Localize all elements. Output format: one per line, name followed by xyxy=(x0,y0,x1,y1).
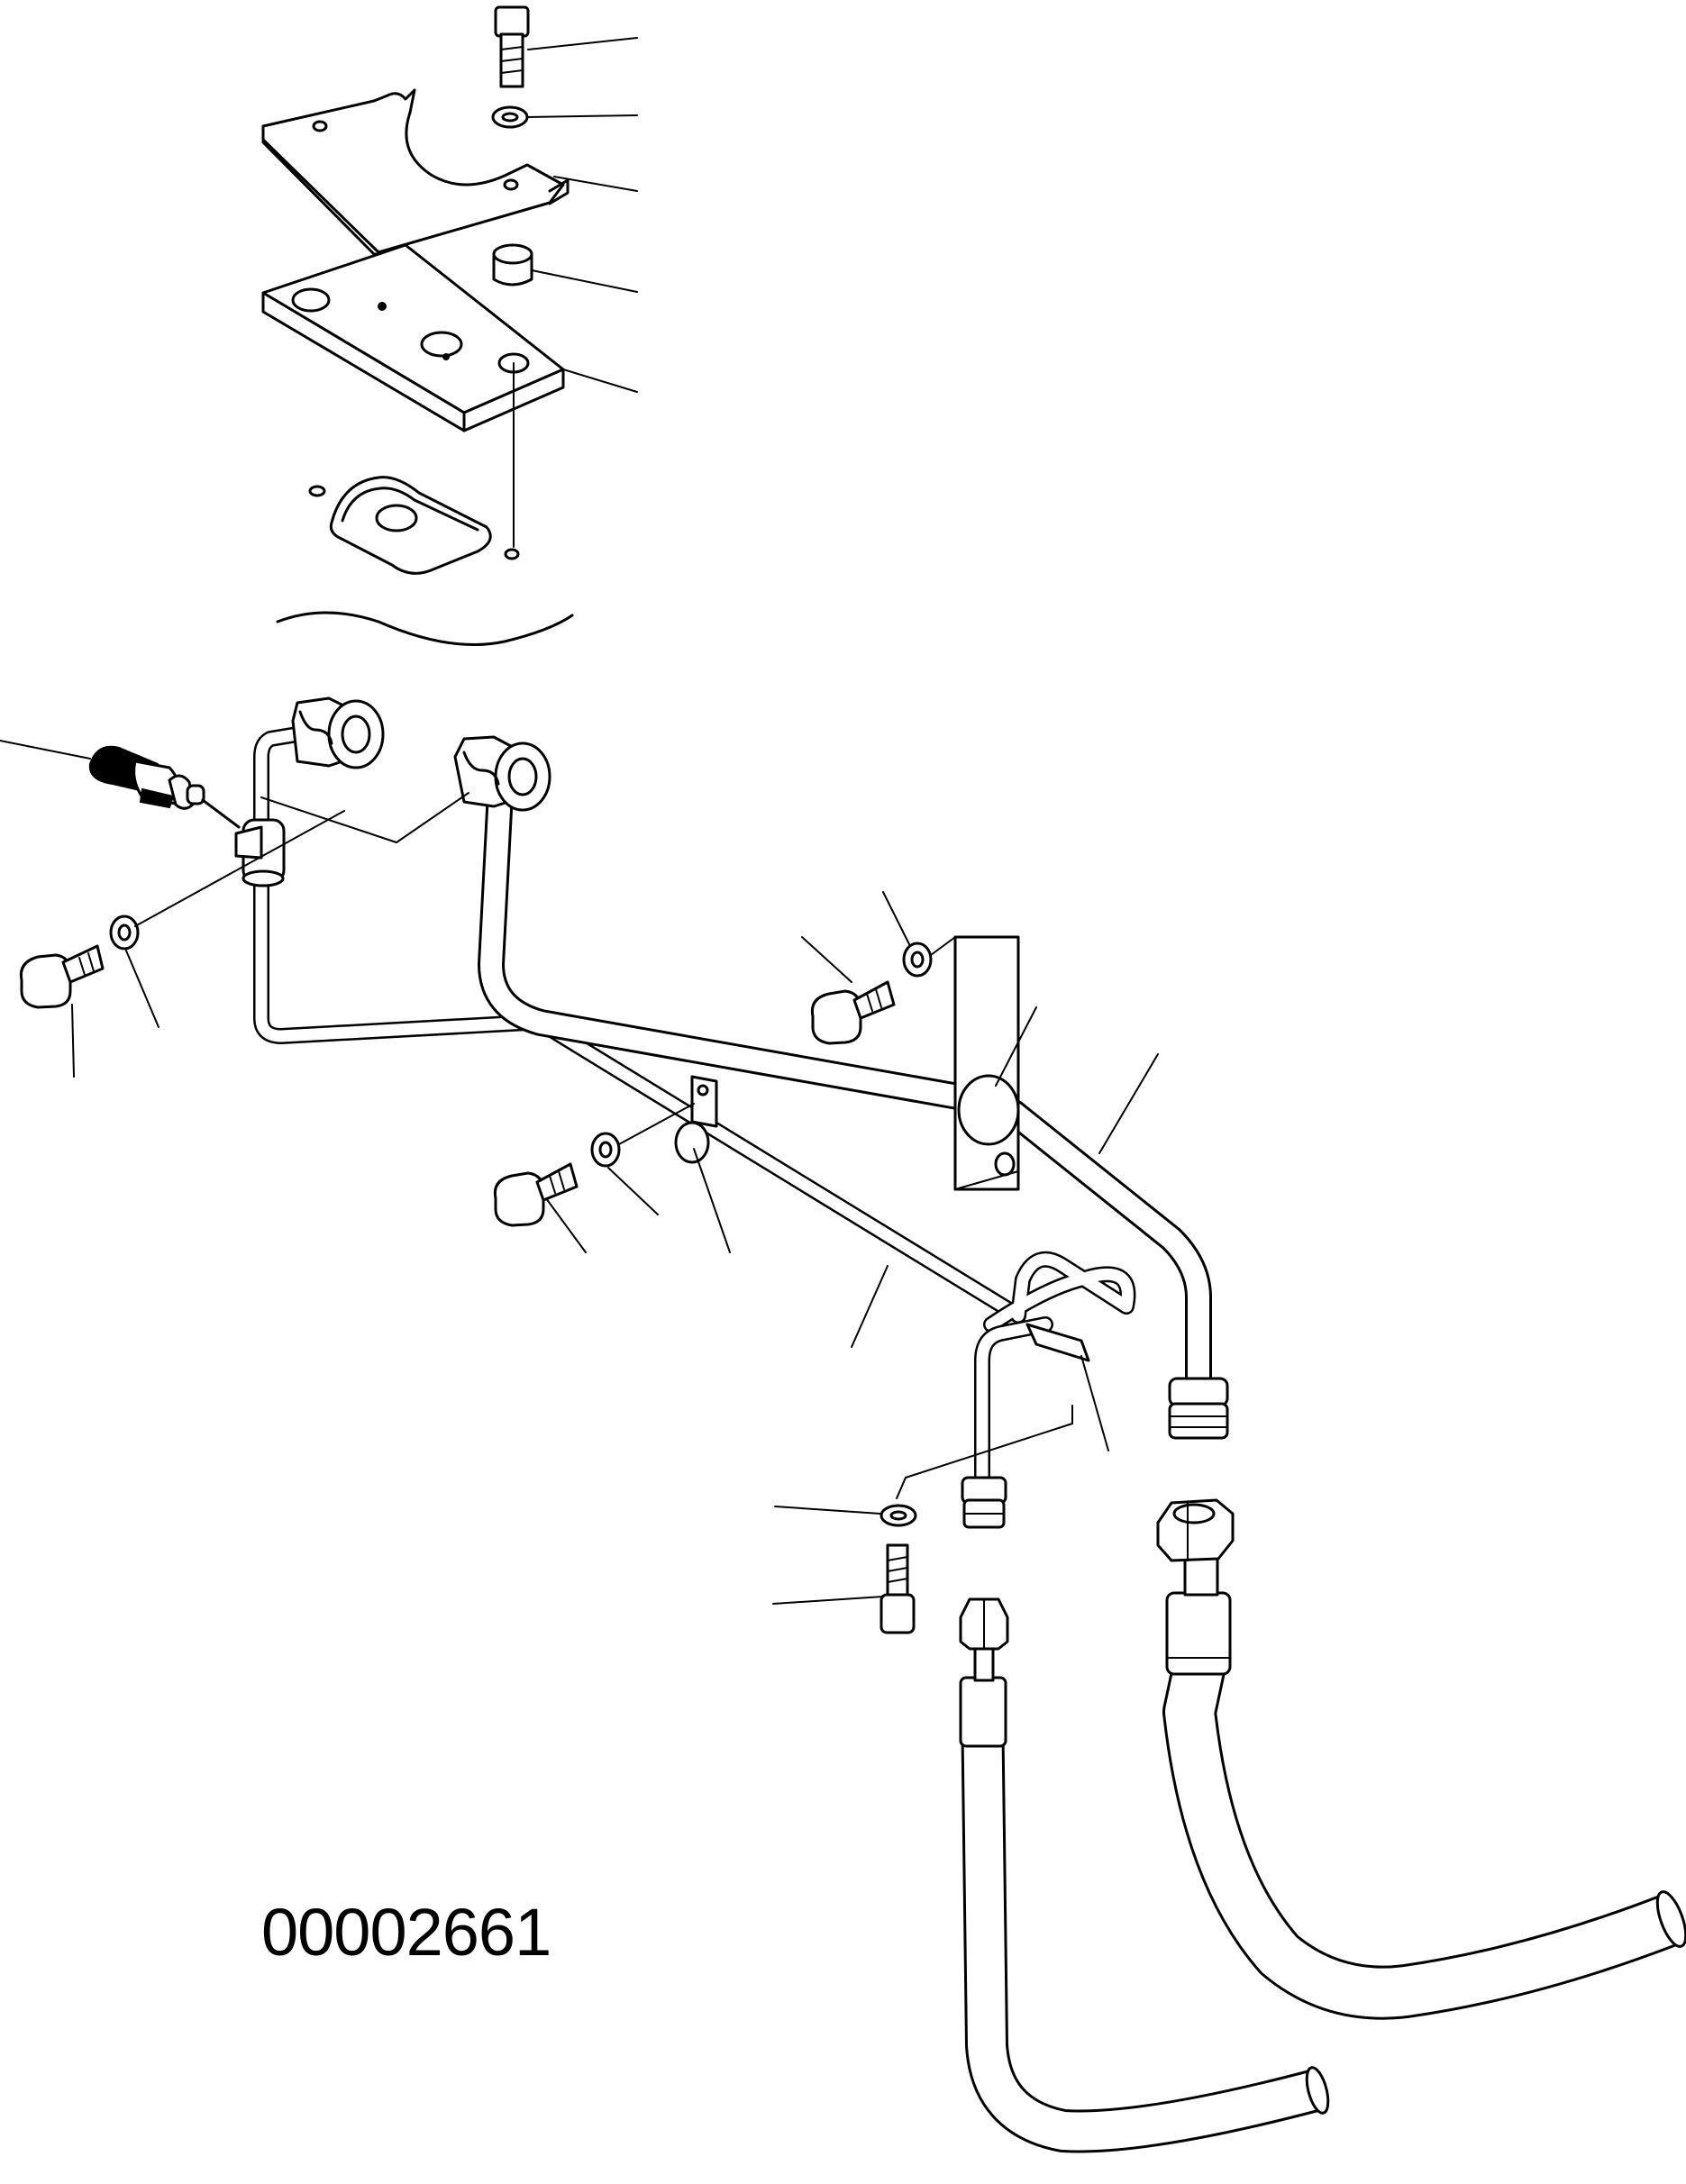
figure-id-label: 00002661 xyxy=(261,1895,551,1970)
pipe-nut-small xyxy=(961,1476,1007,1529)
washer-mid-top xyxy=(902,942,933,978)
pressure-switch xyxy=(88,745,205,810)
mount-seat xyxy=(308,476,520,575)
pipe-nut-right xyxy=(1168,1377,1229,1440)
washer-mid xyxy=(590,1132,621,1168)
hose-right-fitting xyxy=(1156,1498,1235,1676)
pipe-clamp-small xyxy=(674,1075,718,1164)
washer-left xyxy=(109,915,140,951)
pipe-clamp-large xyxy=(953,935,1020,1191)
bolt-left xyxy=(19,944,105,1009)
bolt-mid xyxy=(493,1162,579,1227)
hose-left xyxy=(961,1697,1330,2153)
pipe-loop xyxy=(974,1251,1136,1486)
pipe-right xyxy=(478,779,1212,1401)
hose-left-fitting xyxy=(959,1597,1009,1748)
top-bolt xyxy=(494,5,530,88)
tee-fitting xyxy=(234,818,286,887)
hose-right xyxy=(1162,1643,1686,2020)
bolt-mid-top xyxy=(810,980,896,1045)
washer-bottom xyxy=(879,1504,917,1527)
banjo-fitting-left xyxy=(291,696,385,769)
surface-break-line xyxy=(276,611,574,646)
bolt-bottom xyxy=(879,1543,916,1634)
spacer-collar xyxy=(492,243,533,287)
banjo-fitting-right xyxy=(453,735,551,812)
pipe-left xyxy=(253,726,1026,1324)
